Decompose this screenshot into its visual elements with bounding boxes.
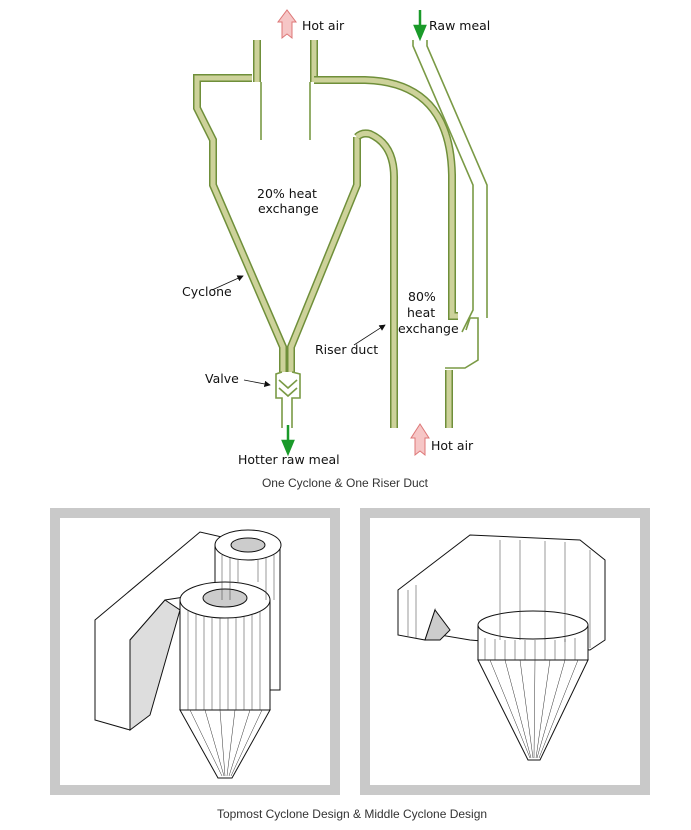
hotter-raw-meal-down-arrow (281, 425, 295, 457)
riser-duct-label: Riser duct (315, 342, 378, 357)
valve-pointer (243, 379, 271, 388)
middle-cyclone-panel (360, 508, 650, 795)
heat-20-label-1: 20% heat (257, 186, 317, 201)
hot-air-up-arrow (277, 9, 297, 40)
hot-air-bottom-label: Hot air (431, 438, 474, 453)
hotter-raw-meal-label: Hotter raw meal (238, 452, 340, 467)
cyclone-label: Cyclone (182, 284, 232, 299)
raw-meal-label: Raw meal (429, 18, 490, 33)
raw-meal-chute (412, 40, 488, 333)
heat-20-label-2: exchange (258, 201, 319, 216)
bottom-caption: Topmost Cyclone Design & Middle Cyclone … (217, 807, 487, 821)
hot-air-bottom-up-arrow (410, 423, 430, 457)
hot-air-top-label: Hot air (302, 18, 345, 33)
heat-80-label-3: exchange (398, 321, 459, 336)
valve (275, 371, 301, 428)
raw-meal-down-arrow (413, 10, 427, 42)
valve-label: Valve (205, 371, 239, 386)
heat-80-label-2: heat (407, 305, 435, 320)
outer-duct (314, 76, 479, 428)
riser-pointer (353, 324, 386, 346)
cyclone-pointer (211, 275, 244, 291)
topmost-cyclone-panel (50, 508, 340, 795)
riser-duct (354, 129, 399, 428)
cyclone-walls (193, 40, 361, 372)
heat-80-label-1: 80% (408, 289, 436, 304)
top-caption: One Cyclone & One Riser Duct (262, 476, 429, 490)
